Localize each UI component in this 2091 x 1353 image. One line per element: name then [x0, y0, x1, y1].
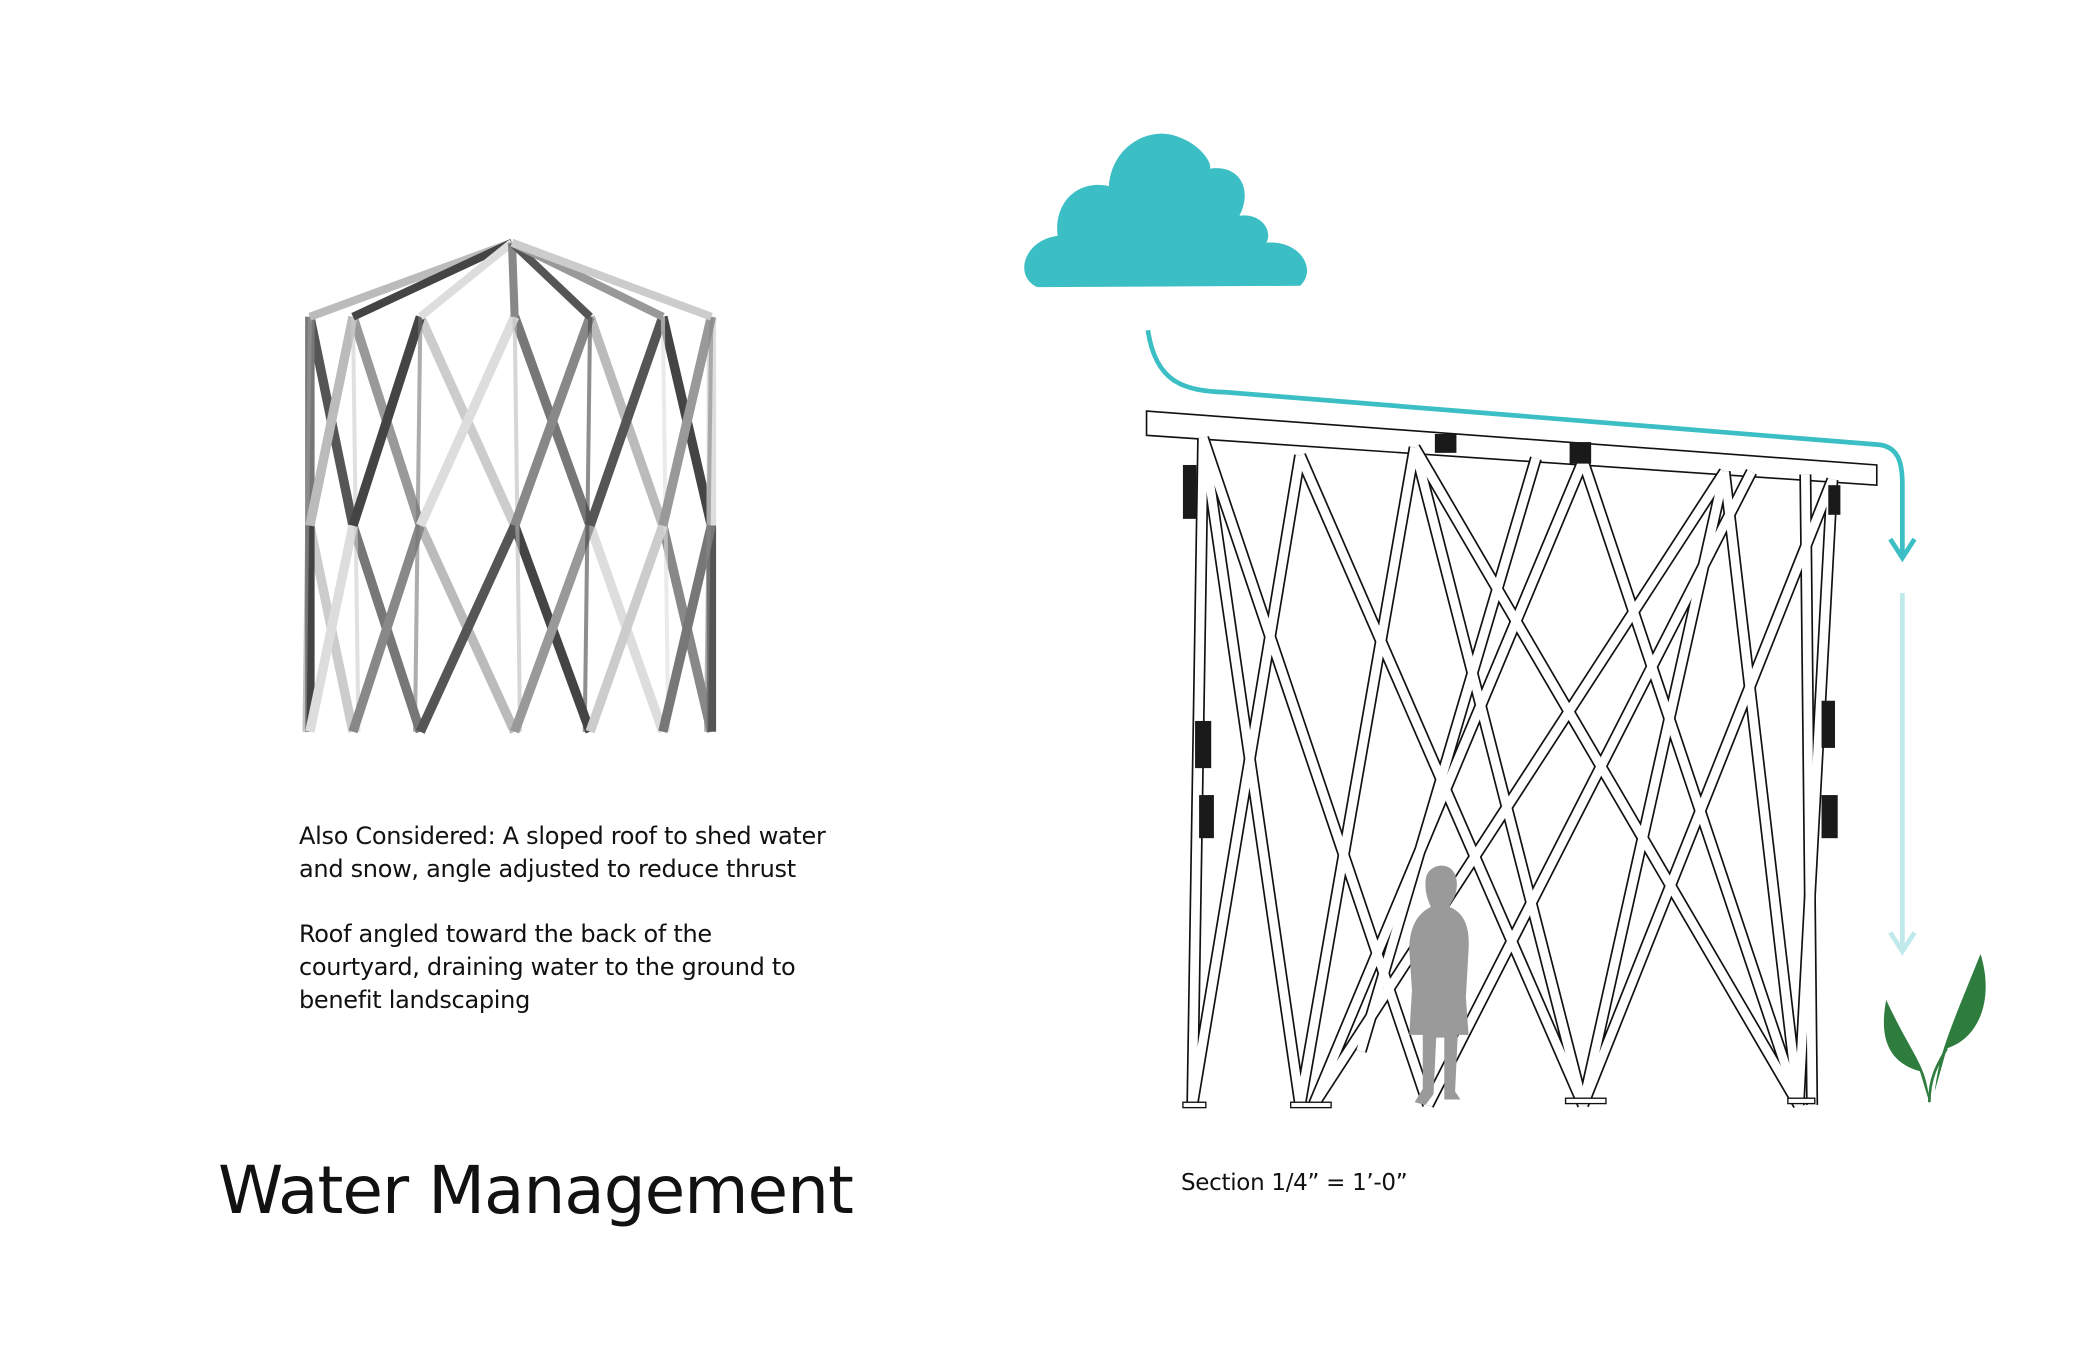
connector-joint	[1569, 442, 1592, 464]
connector-joint	[1828, 485, 1841, 515]
lattice-member	[1356, 456, 1541, 1053]
leaf-stem	[1927, 1047, 1949, 1103]
connector-joint	[1199, 795, 1214, 839]
lattice-member	[1309, 469, 1729, 1108]
note-roof-angle: Roof angled toward the back of the court…	[299, 920, 796, 1014]
lattice-member	[1800, 474, 1817, 1105]
roof-rib	[417, 239, 515, 320]
leaf	[1883, 999, 1930, 1103]
lattice-member	[1188, 454, 1305, 1106]
cloud-icon	[1024, 133, 1308, 288]
section-scale-label: Section 1/4” = 1’-0”	[1181, 1170, 1408, 1196]
lattice-member	[1410, 446, 1588, 1107]
base-plate	[1290, 1101, 1332, 1109]
leaf	[1934, 954, 1986, 1092]
roof-rib	[509, 239, 593, 320]
connector-joint	[1182, 464, 1197, 519]
base-plate	[1564, 1097, 1607, 1105]
lattice-member	[1578, 459, 1803, 1107]
lattice-member	[1720, 471, 1803, 1106]
roof-rib	[507, 242, 519, 317]
lattice-member	[1424, 469, 1756, 1107]
lattice-member	[510, 523, 595, 734]
lattice-member	[348, 524, 425, 734]
page-title: Water Management	[218, 1152, 854, 1229]
lattice-member	[658, 524, 716, 733]
plant-leaves-icon	[1883, 954, 1986, 1103]
lattice-member	[585, 524, 668, 734]
roof-rib	[351, 239, 514, 321]
lattice-member	[416, 523, 519, 734]
lattice-member	[1187, 437, 1208, 1106]
lattice-post	[703, 316, 714, 732]
human-scale-figure	[1409, 865, 1469, 1105]
base-plate	[1182, 1101, 1207, 1109]
lattice-member	[1295, 446, 1419, 1106]
base-plate	[1787, 1097, 1816, 1105]
connector-joint	[1821, 700, 1836, 748]
lattice-member	[585, 315, 668, 528]
lattice-member	[510, 315, 595, 528]
water-flow-path	[1145, 329, 1905, 556]
lattice-member	[305, 524, 358, 733]
lattice-member	[1309, 459, 1588, 1107]
lattice-member	[1410, 445, 1803, 1108]
lattice-member	[416, 314, 519, 528]
lattice-member	[305, 315, 358, 527]
connector-joint	[1434, 433, 1457, 453]
connector-joint	[1195, 720, 1212, 769]
lattice-member	[1198, 436, 1433, 1107]
connector-joint	[1821, 795, 1838, 839]
lattice-member	[1579, 478, 1837, 1107]
lattice-member	[1198, 437, 1305, 1106]
arrow-head-icon	[1888, 537, 1917, 563]
roof-rib	[510, 238, 713, 321]
note-also-considered: Also Considered: A sloped roof to shed w…	[299, 822, 826, 883]
lattice-member	[658, 315, 716, 527]
section-drawing	[1145, 410, 1878, 1109]
lattice-member	[348, 315, 425, 528]
lattice-roof-model-3d	[302, 238, 717, 734]
sloped-roof-beam	[1145, 410, 1878, 487]
arrow-head-icon	[1888, 931, 1917, 956]
lattice-member	[1794, 479, 1837, 1106]
water-flow-arrow	[1145, 329, 1917, 956]
